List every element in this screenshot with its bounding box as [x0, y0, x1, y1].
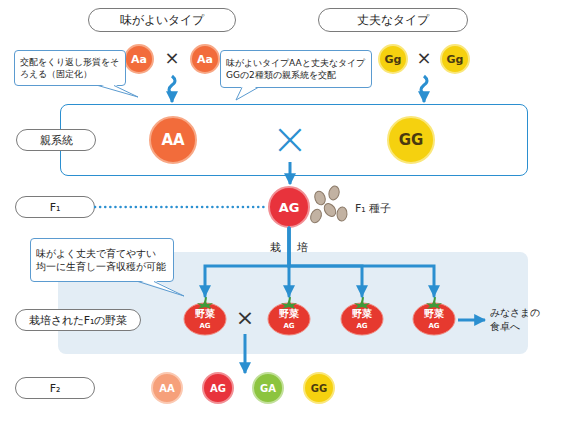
callout-text: 交配をくり返し形質をそろえる（固定化） [20, 56, 120, 80]
tomato-vegetable: 野菜 AG [340, 296, 384, 336]
pill-text: F₂ [50, 382, 61, 395]
genotype-text: Gg [385, 53, 402, 66]
free-label: × [412, 46, 436, 70]
free-label: F₁ 種子 [348, 200, 398, 216]
callout-tail [98, 84, 138, 97]
flow-arrow [289, 228, 434, 296]
genotype-text: GG [311, 383, 327, 394]
genotype-circle: Gg [378, 44, 408, 74]
tomato-text: 野菜 [267, 309, 311, 319]
tomato-text: AG [267, 323, 311, 330]
genotype-circle: AA [151, 372, 183, 404]
genotype-circle: GG [387, 116, 435, 164]
callout-text: 味がよく丈夫で育てやすい 均一に生育し一斉収穫が可能 [36, 247, 168, 274]
tomato-text: AG [340, 323, 384, 330]
callout-tail [236, 86, 258, 100]
genotype-circle: AG [202, 372, 234, 404]
callout-box: 交配をくり返し形質をそろえる（固定化） [14, 50, 126, 86]
callout-box: 味がよく丈夫で育てやすい 均一に生育し一斉収穫が可能 [30, 238, 174, 282]
genotype-circle: GG [303, 372, 335, 404]
genotype-text: Aa [197, 53, 213, 66]
cross-arrow [289, 162, 292, 184]
label-pill: F₂ [15, 377, 95, 399]
callout-box: 味がよいタイプAAと丈夫なタイプGGの2種類の親系統を交配 [220, 50, 372, 88]
genotype-text: Aa [131, 53, 147, 66]
genotype-circle: AG [268, 186, 310, 228]
free-label: × [160, 46, 184, 70]
label-pill: F₁ [15, 196, 95, 218]
genotype-text: AG [279, 200, 300, 215]
genotype-text: AA [161, 131, 184, 149]
label-pill: 味がよいタイプ [88, 8, 236, 32]
tomato-vegetable: 野菜 AG [183, 296, 227, 336]
genotype-text: AG [210, 383, 226, 394]
pill-text: F₁ [50, 201, 61, 214]
band-heading-pill: 親系統 [16, 129, 96, 151]
band-heading: 親系統 [40, 133, 73, 148]
tomato-vegetable: 野菜 AG [412, 296, 456, 336]
tomato-vegetable: 野菜 AG [267, 296, 311, 336]
tomato-text: AG [183, 323, 227, 330]
wavy-arrow [421, 76, 427, 102]
pill-text: 味がよいタイプ [120, 12, 204, 29]
callout-tail [138, 280, 184, 296]
genotype-circle: Gg [440, 44, 470, 74]
band-heading: 栽培されたF₁の野菜 [29, 313, 128, 328]
tomato-text: 野菜 [340, 309, 384, 319]
genotype-text: GA [260, 383, 276, 394]
group-band: 親系統AAGG [60, 104, 528, 176]
tomato-text: AG [412, 323, 456, 330]
wavy-arrow [169, 76, 175, 102]
label-pill: 丈夫なタイプ [318, 8, 468, 32]
genotype-circle: AA [149, 116, 197, 164]
genotype-circle: Aa [190, 44, 220, 74]
genotype-text: Gg [447, 53, 464, 66]
genotype-text: GG [399, 131, 424, 149]
flow-arrow [288, 228, 291, 296]
flow-arrow [95, 206, 268, 209]
table-arrow [458, 319, 485, 322]
genotype-text: AA [159, 383, 174, 394]
band-heading-pill: 栽培されたF₁の野菜 [15, 309, 141, 331]
f2-arrow [244, 334, 247, 373]
seed-illustration [309, 185, 348, 225]
callout-text: 味がよいタイプAAと丈夫なタイプGGの2種類の親系統を交配 [226, 57, 366, 81]
genotype-circle: GA [252, 372, 284, 404]
tomato-text: 野菜 [412, 309, 456, 319]
tomato-text: 野菜 [183, 309, 227, 319]
flow-arrow [289, 228, 362, 296]
pill-text: 丈夫なタイプ [357, 12, 429, 29]
flow-arrow [205, 228, 289, 296]
genotype-circle: Aa [124, 44, 154, 74]
